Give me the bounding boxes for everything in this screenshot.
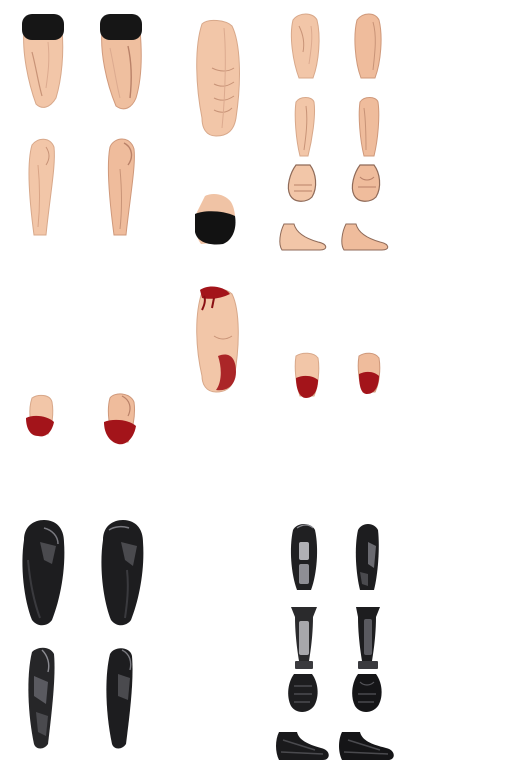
- armor-shin-right: [352, 605, 384, 669]
- armor-forearm-left: [22, 646, 58, 750]
- forearm-sprite-right: [102, 135, 136, 239]
- armor-upper-arm-left: [18, 520, 68, 628]
- foot-sprite-left: [278, 222, 330, 252]
- armor-fist-right: [350, 672, 384, 714]
- hand-sprite-right: [350, 163, 384, 203]
- armor-thigh-right: [352, 522, 382, 594]
- hand-sprite-left: [286, 163, 320, 203]
- bloody-thigh-stump-right: [355, 352, 383, 396]
- thigh-sprite-right: [353, 12, 383, 82]
- armor-thigh-left: [287, 522, 321, 594]
- shin-sprite-left: [292, 96, 318, 158]
- bloody-arm-stump-right: [102, 392, 138, 448]
- thigh-sprite-left: [289, 12, 321, 82]
- torso-sprite: [192, 18, 244, 138]
- armor-shin-left: [287, 605, 321, 669]
- armor-boot-right: [338, 728, 398, 762]
- foot-sprite-right: [340, 222, 392, 252]
- bloody-thigh-stump-left: [292, 352, 322, 400]
- shin-sprite-right: [356, 96, 382, 158]
- bloody-arm-stump-left: [24, 394, 58, 438]
- armor-upper-arm-right: [97, 520, 147, 628]
- armor-boot-left: [275, 728, 333, 762]
- armor-fist-left: [286, 672, 320, 714]
- hair-cap-sprite: [193, 192, 237, 246]
- bloody-torso-sprite: [192, 286, 242, 394]
- upper-arm-sprite-right: [98, 12, 144, 112]
- forearm-sprite-left: [24, 135, 58, 239]
- upper-arm-sprite-left: [18, 12, 66, 112]
- armor-forearm-right: [100, 646, 136, 750]
